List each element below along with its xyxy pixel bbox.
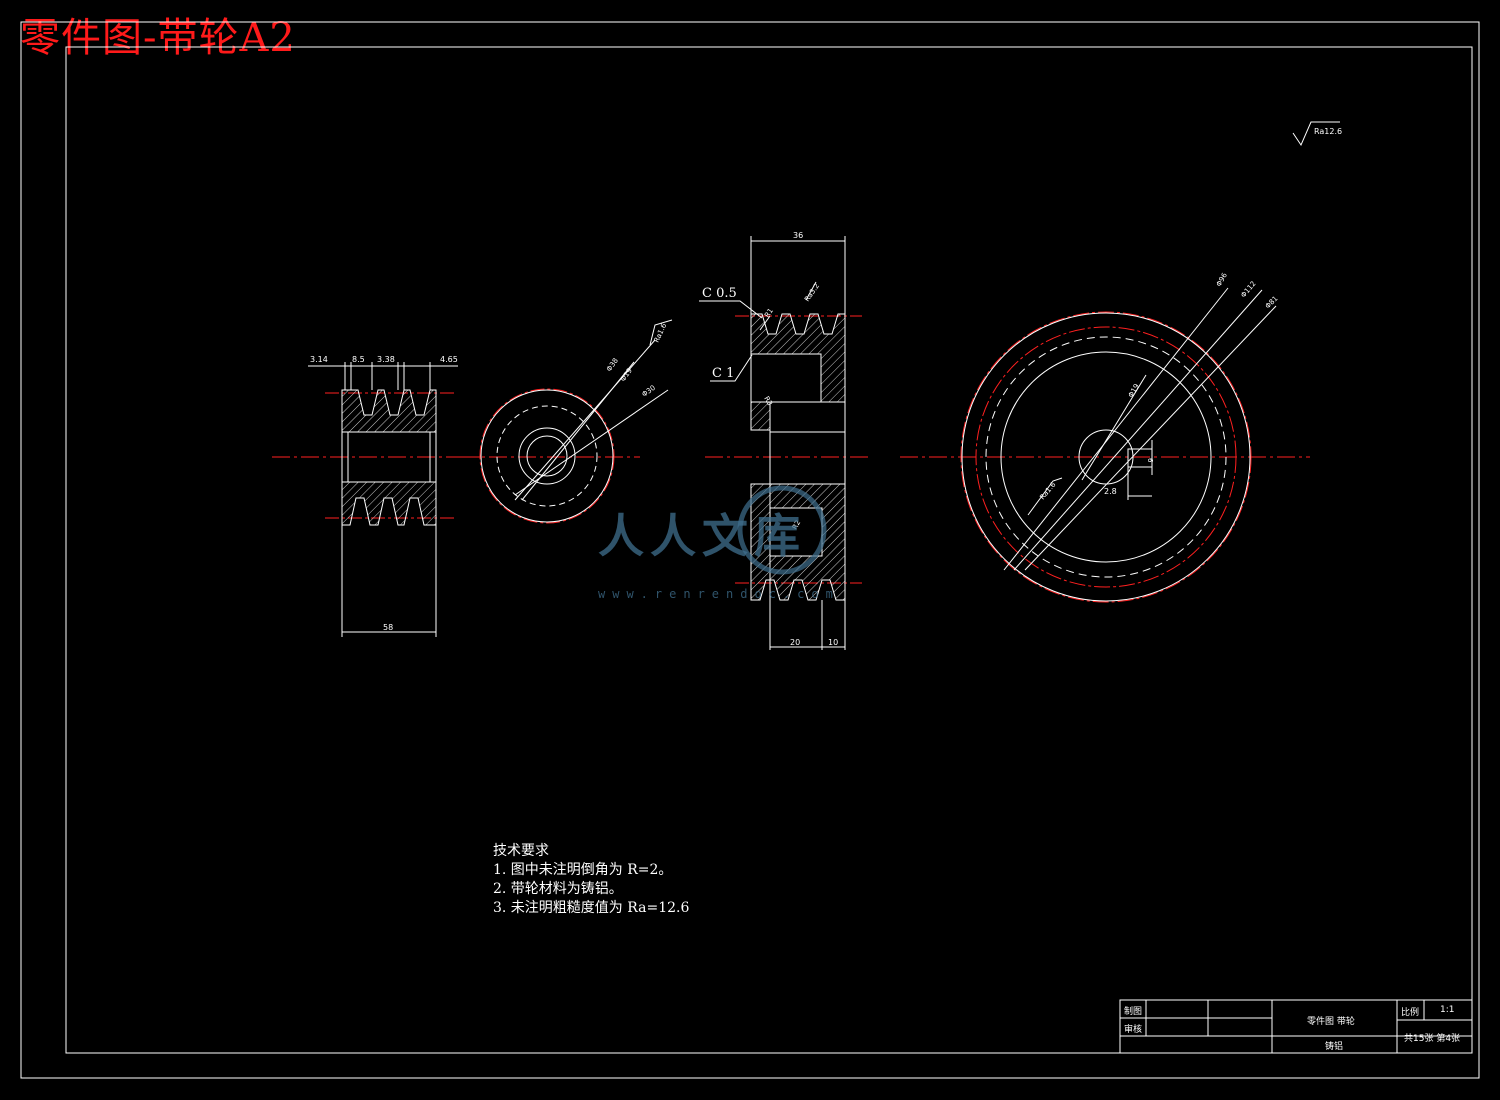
dim-left-width: 58 <box>383 623 393 632</box>
small-hub-view <box>460 319 673 524</box>
dim-sec-10: 10 <box>828 638 838 647</box>
dim-sec-r3: R3 <box>762 395 774 407</box>
dim-hub-phi38: Φ38 <box>605 357 620 373</box>
large-pulley-view <box>900 287 1310 603</box>
dim-sec-20: 20 <box>790 638 800 647</box>
left-pulley-view <box>272 362 480 637</box>
roughness-label: Ra12.6 <box>1314 127 1342 136</box>
tb-part-name: 零件图 带轮 <box>1307 1017 1355 1027</box>
dim-large-phi96: Φ96 <box>1215 271 1229 288</box>
dim-large-key-w: 2.8 <box>1104 487 1117 496</box>
dim-hub-phi30: Φ30 <box>641 384 657 399</box>
dim-large-phi112: Φ112 <box>1239 280 1257 300</box>
dim-sec-top: 36 <box>793 231 803 240</box>
tech-heading: 技术要求 <box>493 843 549 859</box>
dim-hub-phi19: Φ19 <box>619 367 634 383</box>
tb-scale-label: 比例 <box>1401 1008 1420 1018</box>
chamfer-c1: C 1 <box>712 366 734 381</box>
watermark-ring-icon <box>737 485 827 575</box>
tb-material: 铸铝 <box>1325 1042 1344 1052</box>
outer-border <box>20 21 1480 1079</box>
title-block <box>1119 999 1473 1054</box>
dim-sec-r2: R2 <box>791 519 803 531</box>
dim-sec-r1: R1 <box>763 307 775 319</box>
dim-large-phi81: Φ81 <box>1264 295 1280 311</box>
roughness-symbol-icon <box>1292 121 1340 147</box>
tech-item-3: 3. 未注明粗糙度值为 Ra=12.6 <box>493 900 690 916</box>
inner-border <box>65 46 1473 1054</box>
tb-scale-value: 1:1 <box>1440 1005 1455 1015</box>
watermark-url: www.renrendoc.com <box>598 587 840 601</box>
tb-drawn-label: 制图 <box>1124 1007 1143 1017</box>
dim-left-1: 3.14 <box>310 355 328 364</box>
dim-left-3: 3.38 <box>377 355 395 364</box>
dim-large-key-h: 6 <box>1146 458 1154 463</box>
tech-item-1: 1. 图中未注明倒角为 R=2。 <box>493 862 673 878</box>
watermark-text: 人人文库 <box>598 509 806 563</box>
dim-left-4: 4.65 <box>440 355 458 364</box>
tb-sheets: 共15张 第4张 <box>1404 1034 1461 1044</box>
tech-item-2: 2. 带轮材料为铸铝。 <box>493 881 623 897</box>
tb-checked-label: 审核 <box>1124 1025 1143 1035</box>
dim-sec-ra32: Ra3.2 <box>803 282 821 303</box>
section-view <box>699 236 870 650</box>
chamfer-c05: C 0.5 <box>702 286 737 301</box>
dim-large-phi19: Φ19 <box>1127 383 1141 399</box>
dim-left-2: 8.5 <box>352 355 365 364</box>
dim-large-ra: Ra1.6 <box>1038 480 1057 501</box>
tech-requirements: 技术要求 1. 图中未注明倒角为 R=2。 2. 带轮材料为铸铝。 3. 未注明… <box>493 842 689 918</box>
